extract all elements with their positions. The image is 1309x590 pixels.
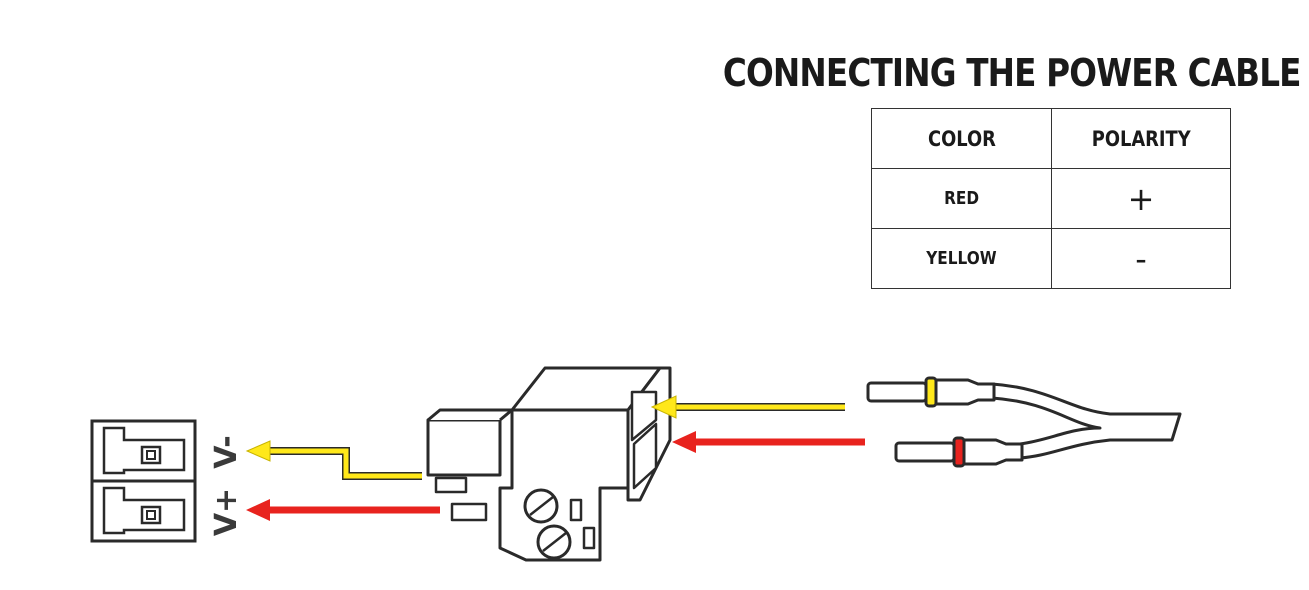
table-row: YELLOW - [871,228,1231,289]
row-yellow-polarity: - [1051,228,1231,289]
diagram-title: CONNECTING THE POWER CABLE [722,51,1302,95]
yellow-arrow-to-terminal [245,440,422,480]
row-yellow-color: YELLOW [871,228,1052,289]
row-red-color: RED [871,168,1052,229]
header-color: COLOR [871,108,1052,169]
device-terminal-block [90,419,197,543]
polarity-table: COLOR POLARITY RED + YELLOW - [871,108,1231,289]
red-arrow-to-plug [672,431,865,453]
power-plug-connector [426,366,672,562]
terminal-label-negative: V- [209,435,244,469]
terminal-label-positive: V+ [209,488,244,536]
power-cable [866,376,1182,468]
red-arrow-to-terminal [246,499,440,521]
yellow-arrow-to-plug [650,395,845,419]
